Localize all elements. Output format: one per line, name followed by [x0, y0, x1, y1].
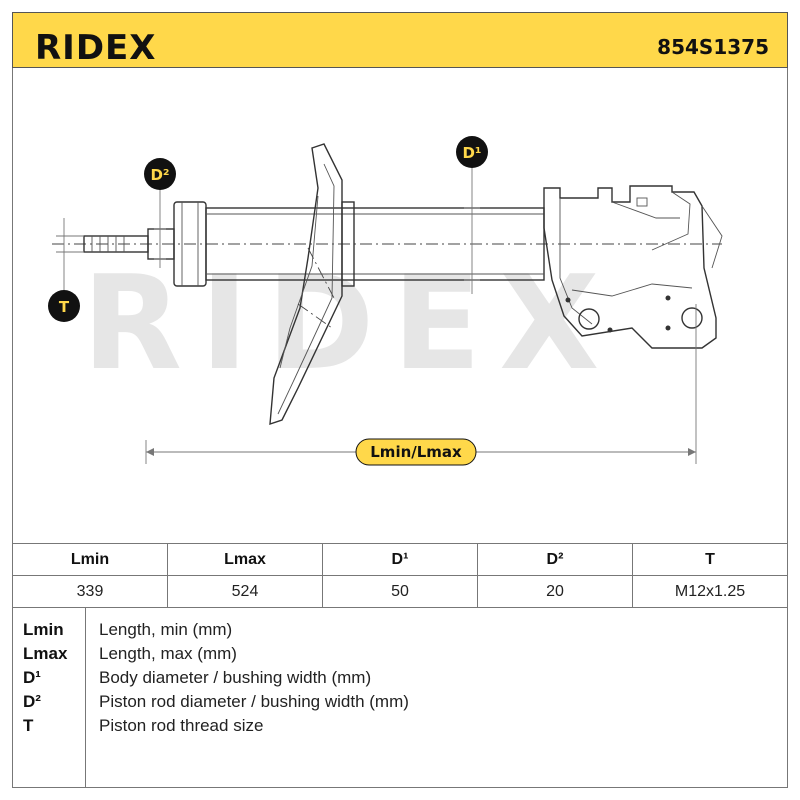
spec-value-lmin: 339: [12, 575, 168, 608]
knuckle-bracket: [543, 185, 723, 349]
length-badge-label: Lmin/Lmax: [370, 443, 462, 461]
spec-header-d2: D²: [477, 543, 633, 576]
shock-body: [205, 201, 545, 287]
legend-abbr: D¹: [23, 668, 41, 687]
spec-value-d1: 50: [322, 575, 478, 608]
legend-item: T Piston rod thread size: [13, 714, 789, 738]
spec-header-t: T: [632, 543, 788, 576]
spring-seat: [269, 143, 343, 426]
spec-header-d1: D¹: [322, 543, 478, 576]
spec-value-row: 339 524 50 20 M12x1.25: [12, 575, 788, 608]
spec-value-t: M12x1.25: [632, 575, 788, 608]
legend-item: D² Piston rod diameter / bushing width (…: [13, 690, 789, 714]
watermark-text: RIDEX: [82, 247, 617, 399]
legend-item: Lmax Length, max (mm): [13, 642, 789, 666]
spec-value-lmax: 524: [167, 575, 323, 608]
part-number: 854S1375: [657, 35, 769, 59]
spec-header-lmax: Lmax: [167, 543, 323, 576]
legend-item: D¹ Body diameter / bushing width (mm): [13, 666, 789, 690]
d1-dimension: D¹: [456, 136, 488, 294]
spec-value-d2: 20: [477, 575, 633, 608]
legend-desc: Length, min (mm): [99, 620, 233, 639]
t-dimension: T: [48, 218, 84, 322]
legend: Lmin Length, min (mm) Lmax Length, max (…: [12, 607, 788, 788]
spec-header-lmin: Lmin: [12, 543, 168, 576]
shock-absorber-drawing: RIDEX: [48, 136, 723, 466]
technical-drawing: RIDEX: [12, 68, 788, 543]
t-badge-label: T: [59, 298, 70, 316]
legend-abbr: D²: [23, 692, 41, 711]
top-mount: [173, 201, 207, 287]
header-bar: RIDEX 854S1375: [12, 12, 788, 68]
d1-badge: [456, 136, 488, 168]
spec-header-row: Lmin Lmax D¹ D² T: [12, 543, 788, 576]
d2-dimension: D²: [144, 158, 176, 268]
legend-desc: Piston rod thread size: [99, 716, 264, 735]
length-badge: [355, 438, 477, 466]
legend-divider: [85, 608, 86, 787]
legend-desc: Piston rod diameter / bushing width (mm): [99, 692, 409, 711]
legend-abbr: T: [23, 716, 34, 735]
legend-abbr: Lmin: [23, 620, 64, 639]
d2-badge-label: D²: [150, 166, 169, 184]
d2-badge: [144, 158, 176, 190]
d1-badge-label: D¹: [462, 144, 481, 162]
length-dimension: Lmin/Lmax: [145, 304, 697, 466]
legend-abbr: Lmax: [23, 644, 68, 663]
spec-table: Lmin Lmax D¹ D² T 339 524 50 20 M12x1.25: [12, 543, 788, 608]
legend-desc: Length, max (mm): [99, 644, 237, 663]
legend-desc: Body diameter / bushing width (mm): [99, 668, 372, 687]
t-badge: [48, 290, 80, 322]
legend-item: Lmin Length, min (mm): [13, 618, 789, 642]
brand-logo: RIDEX: [35, 28, 157, 68]
